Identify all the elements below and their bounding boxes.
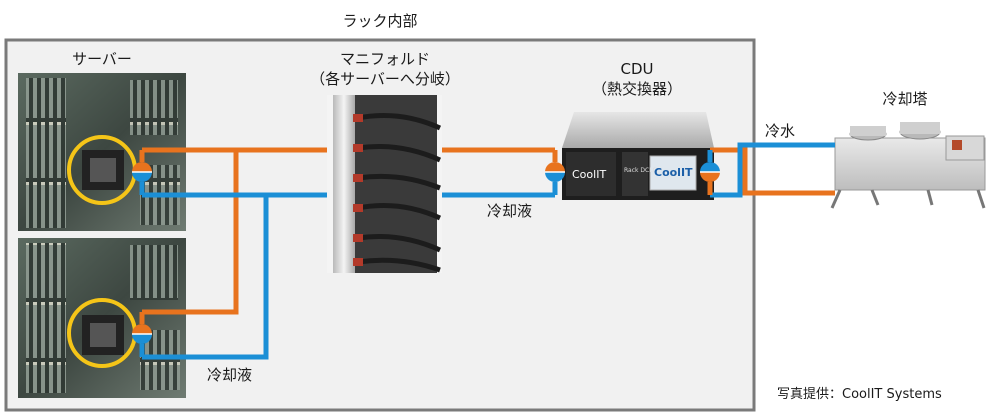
coolant-label-bottom: 冷却液	[207, 366, 253, 384]
manifold-sublabel: （各サーバーへ分岐）	[310, 70, 460, 88]
cdu-model: Rack DCLC	[624, 167, 657, 174]
manifold-label: マニフォルド	[339, 50, 431, 68]
hot-loop-lines	[142, 147, 835, 315]
rack-title: ラック内部	[342, 12, 418, 30]
cooling-tower-unit	[830, 122, 986, 209]
cold-water-label: 冷水	[765, 122, 796, 140]
cdu-brand-small: CoolIT	[572, 168, 606, 181]
coolant-label-mid: 冷却液	[487, 202, 533, 220]
cdu-unit	[562, 112, 714, 200]
cooling-tower-label: 冷却塔	[882, 90, 928, 108]
connector-nodes	[132, 162, 720, 344]
manifold-photo	[327, 95, 442, 273]
cold-loop-lines	[142, 142, 835, 360]
cdu-brand-panel: CoolIT	[654, 166, 693, 179]
cdu-sublabel: （熱交換器）	[591, 80, 683, 98]
cdu-label: CDU	[620, 60, 654, 78]
server-label: サーバー	[72, 50, 132, 68]
photo-credit: 写真提供：CoolIT Systems	[777, 387, 942, 402]
server-board-bottom	[18, 238, 186, 398]
